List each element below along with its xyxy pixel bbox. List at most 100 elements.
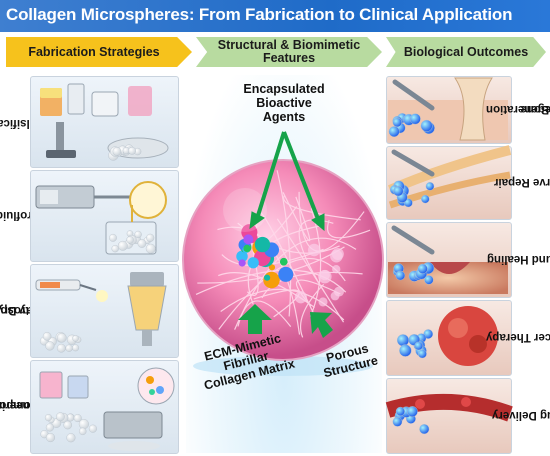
microsphere-bead [73,414,82,423]
emulsification-beads [108,144,142,161]
microsphere-bead [145,243,156,254]
composite-beads [40,412,97,443]
therapeutic-microsphere [409,113,421,125]
page-title: Collagen Microspheres: From Fabrication … [6,5,513,24]
microsphere-bead [146,233,155,242]
bio-label-3-line1: Wound Healing [487,253,550,265]
therapeutic-microsphere [388,126,400,138]
bio-label-cancer: Cancer Therapy [486,300,550,374]
bio-label-4-line1: Cancer Therapy [485,331,550,343]
title-bar: Collagen Microspheres: From Fabrication … [0,0,550,32]
therapeutic-microsphere [417,349,427,359]
bio-label-nerve: Nerve Repair [494,146,550,218]
header-biological-label: Biological Outcomes [403,44,529,59]
electrospraying-beads [39,332,82,353]
bio-label-wound: Wound Healing [487,222,550,296]
collagen-microsphere [182,159,384,376]
collagen-fiber [246,231,259,297]
therapeutic-microsphere [393,185,404,197]
therapeutic-microsphere [420,119,433,132]
bioactive-agent [254,236,271,253]
therapeutic-microsphere [419,424,430,435]
therapeutic-microsphere [395,406,405,416]
bioactive-agent [243,234,254,245]
microsphere-bead [137,239,147,248]
bioactive-agent [238,259,246,267]
bioactive-agent [236,250,248,263]
microsphere-bead [117,240,128,251]
bioactive-agent [263,274,271,281]
therapeutic-microsphere [414,341,424,351]
therapeutic-microsphere [417,263,428,274]
therapeutic-microsphere [392,416,403,427]
microfluidics-beads [109,230,156,254]
microsphere-bead [63,420,73,430]
header-fabrication-label: Fabrication Strategies [28,44,160,59]
therapeutic-microsphere [392,117,402,128]
pore [318,269,332,284]
drug-delivery-illustration [385,393,513,422]
collagen-fiber [234,237,357,330]
electrospraying-illustration [35,272,167,346]
wound-illustration [388,225,508,294]
nerve-illustration [387,145,512,209]
pointer-arrows [238,131,333,338]
therapeutic-microsphere [425,182,435,191]
microsphere-bead [134,230,142,239]
bio-label-drug: Drug Delivery [492,378,550,452]
therapeutic-microsphere [421,194,430,204]
bioactive-agent [268,264,276,271]
microsphere-bead [111,244,119,253]
pore [330,291,340,301]
pore [318,297,328,307]
outcome-microspheres [388,113,435,435]
therapeutic-microsphere [395,270,406,281]
bone-illustration [388,77,508,141]
composite-engineering-illustration [39,367,175,451]
header-structural-line1: Structural & Biomimetic [217,38,361,52]
microsphere-bead [66,433,76,443]
microsphere-bead [44,414,53,422]
bioactive-agent [247,257,259,269]
therapeutic-microsphere [399,344,412,357]
therapeutic-microsphere [406,406,418,417]
collagen-fiber [283,194,361,221]
therapeutic-microsphere [424,275,434,285]
collagen-fiber [261,271,363,299]
pore [331,248,344,260]
microsphere-bead [78,427,87,436]
microsphere-bead [42,332,52,341]
bioactive-agent [278,266,294,282]
label-encapsulated-line3: Agents [262,110,306,124]
microsphere-bead [65,344,73,352]
microsphere-bead [56,412,65,422]
collagen-fiber [327,219,371,239]
pore [307,243,321,257]
bioactive-agent [279,257,288,266]
bioactive-agent [243,244,251,253]
bio-label-1-line2: Regeneration [486,103,550,115]
label-encapsulated-line1: Encapsulated [243,82,325,96]
microsphere-bead [56,343,66,353]
label-encapsulated-line2: Bioactive [256,96,312,110]
header-biological-outcomes: Biological Outcomes [386,37,546,67]
collagen-fiber [282,192,311,242]
collagen-fiber [299,283,325,338]
cancer-illustration [438,306,498,366]
bio-label-5-line1: Drug Delivery [491,409,550,421]
label-encapsulated-agents: Encapsulated Bioactive Agents [226,82,342,124]
emulsification-illustration [40,83,169,159]
bio-label-bone: BoneRegeneration [486,76,550,142]
collagen-fiber [276,218,345,323]
microsphere-bead [78,419,89,430]
bio-label-2-line1: Nerve Repair [493,176,550,188]
microsphere-bead [128,146,136,155]
therapeutic-microsphere [396,334,410,347]
microsphere-bead [109,233,117,242]
microsphere-bead [126,236,134,244]
pore [332,265,341,274]
microsphere-bead [112,147,122,156]
microsphere-bead [45,423,54,432]
